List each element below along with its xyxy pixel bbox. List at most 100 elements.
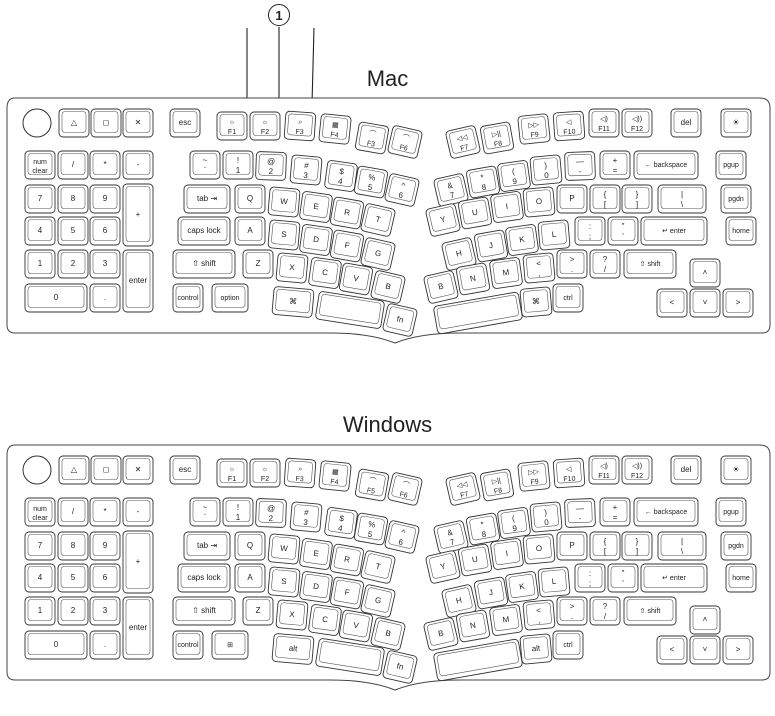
key-g[interactable]: G (360, 584, 396, 618)
key-f4[interactable]: ▦F4 (318, 460, 352, 492)
key-6[interactable]: ^6 (384, 173, 420, 207)
key-p[interactable]: P (556, 184, 588, 214)
key-arrow-right[interactable]: ˃ (722, 635, 754, 665)
key-quote[interactable]: "' (607, 563, 639, 593)
key-arrow-down[interactable]: ˅ (689, 635, 721, 665)
key-f8[interactable]: ▷||F8 (479, 121, 515, 155)
key-right-space[interactable] (433, 638, 523, 682)
key-triangle[interactable]: △ (58, 108, 90, 138)
key-numpad-1[interactable]: 1 (24, 249, 56, 279)
key-windows[interactable]: ⊞ (211, 630, 249, 660)
key-close[interactable]: ✕ (122, 108, 154, 138)
key-left-shift[interactable]: ⇧ shift (172, 249, 236, 279)
key-f6[interactable]: ⌒F6 (387, 472, 423, 506)
key-numpad-5[interactable]: 5 (57, 563, 89, 593)
key-x[interactable]: X (275, 599, 309, 631)
key-backslash[interactable]: |\ (657, 531, 707, 561)
key-u[interactable]: U (457, 196, 493, 230)
key-s[interactable]: S (267, 219, 301, 251)
key-c[interactable]: C (308, 604, 342, 636)
key-z[interactable]: Z (242, 596, 274, 626)
key-f12[interactable]: ◁))F12 (621, 108, 653, 138)
key-caps-lock[interactable]: caps lock (177, 216, 231, 246)
key-period[interactable]: >. (556, 249, 588, 279)
key-5[interactable]: %5 (353, 512, 389, 546)
key-n[interactable]: N (455, 609, 491, 643)
key-pgup[interactable]: pgup (715, 497, 747, 527)
key-k[interactable]: K (505, 571, 539, 603)
key-f8[interactable]: ▷||F8 (479, 468, 515, 502)
key-f9[interactable]: ▷▷F9 (517, 460, 551, 492)
key-b[interactable]: B (423, 617, 459, 651)
key-quote[interactable]: "' (607, 216, 639, 246)
key-home[interactable]: home (725, 216, 757, 246)
key-backspace[interactable]: ← backspace (633, 497, 699, 527)
key-numpad-enter[interactable]: enter (122, 596, 154, 660)
key-numpad-1[interactable]: 1 (24, 596, 56, 626)
key-backlight[interactable]: ☀ (720, 455, 752, 485)
key-numpad-3[interactable]: 3 (89, 249, 121, 279)
key-i[interactable]: I (490, 191, 524, 223)
key-numpad-7[interactable]: 7 (24, 531, 56, 561)
key-control[interactable]: control (172, 283, 204, 313)
key-enter[interactable]: ↵ enter (640, 216, 708, 246)
rotary-knob[interactable] (22, 455, 52, 485)
key-f[interactable]: F (329, 229, 365, 263)
key-b[interactable]: B (423, 270, 459, 304)
key-w[interactable]: W (267, 186, 301, 218)
key-p[interactable]: P (556, 531, 588, 561)
key-slash[interactable]: ?/ (589, 249, 621, 279)
key-arrow-right[interactable]: ˃ (722, 288, 754, 318)
key-y[interactable]: Y (425, 550, 461, 584)
key-pgdn[interactable]: pgdn (720, 184, 752, 214)
key-t[interactable]: T (360, 203, 396, 237)
key-f9[interactable]: ▷▷F9 (517, 113, 551, 145)
key-z[interactable]: Z (242, 249, 274, 279)
key-numpad-4[interactable]: 4 (24, 563, 56, 593)
key-numpad-8[interactable]: 8 (57, 531, 89, 561)
key-minus[interactable]: —- (564, 151, 596, 181)
key-left-bracket[interactable]: {[ (589, 184, 621, 214)
key-del[interactable]: del (670, 455, 702, 485)
key-arrow-up[interactable]: ˄ (689, 258, 721, 288)
key-h[interactable]: H (441, 237, 477, 271)
key-command[interactable]: ⌘ (271, 286, 315, 318)
key-l[interactable]: L (537, 219, 571, 251)
key-f2[interactable]: ☼F2 (249, 458, 281, 488)
key-3[interactable]: #3 (289, 501, 323, 533)
key-backslash[interactable]: |\ (657, 184, 707, 214)
key-o[interactable]: O (522, 533, 556, 565)
key-x[interactable]: X (275, 252, 309, 284)
key-right-bracket[interactable]: }] (621, 184, 653, 214)
key-f11[interactable]: ◁)F11 (588, 455, 620, 485)
key-fn[interactable]: fn (382, 303, 418, 337)
key-right-shift[interactable]: ⇧ shift (623, 596, 677, 626)
key-arrow-down[interactable]: ˅ (689, 288, 721, 318)
key-g[interactable]: G (360, 237, 396, 271)
key-9[interactable]: (9 (497, 507, 531, 539)
key-period[interactable]: >. (556, 596, 588, 626)
key-f10[interactable]: ◁F10 (552, 457, 586, 489)
key-f3[interactable]: ⌒F3 (354, 121, 390, 155)
key-8[interactable]: *8 (465, 512, 501, 546)
key-control[interactable]: control (172, 630, 204, 660)
key-minus[interactable]: —- (564, 498, 596, 528)
key-e[interactable]: E (299, 538, 333, 570)
key-semicolon[interactable]: :; (574, 216, 606, 246)
key-numpad-6[interactable]: 6 (89, 563, 121, 593)
key-l[interactable]: L (537, 566, 571, 598)
key-fn[interactable]: fn (382, 650, 418, 684)
key-ctrl[interactable]: ctrl (552, 630, 584, 660)
key-f7[interactable]: ◁◁F7 (445, 125, 481, 159)
key-0[interactable]: )0 (529, 154, 563, 186)
key-b[interactable]: B (370, 617, 406, 651)
key-1[interactable]: !1 (222, 150, 254, 180)
key-7[interactable]: &7 (433, 520, 469, 554)
key-numpad-2[interactable]: 2 (57, 249, 89, 279)
key-t[interactable]: T (360, 550, 396, 584)
key-numpad-2[interactable]: 2 (57, 596, 89, 626)
key-pgup[interactable]: pgup (715, 150, 747, 180)
key-numpad-divide[interactable]: / (57, 497, 89, 527)
key-enter[interactable]: ↵ enter (640, 563, 708, 593)
